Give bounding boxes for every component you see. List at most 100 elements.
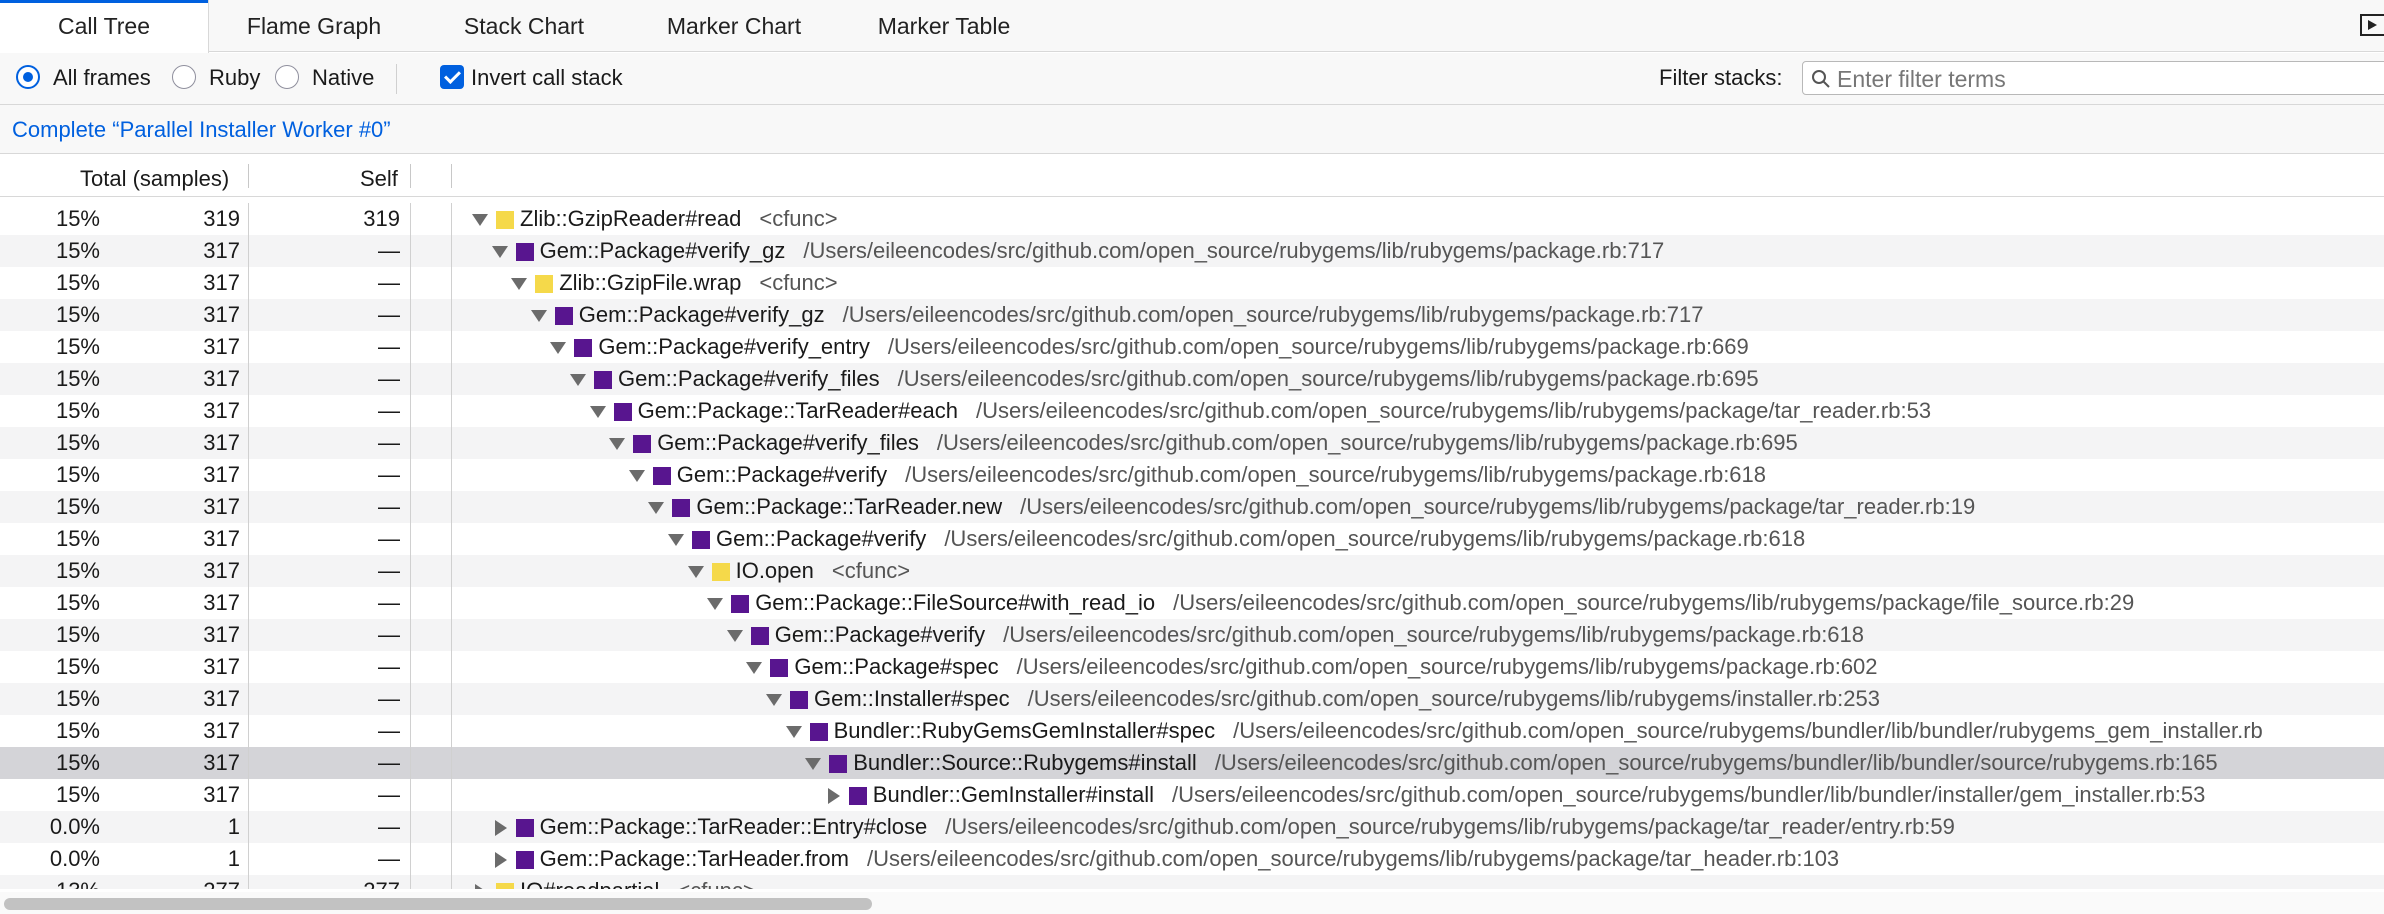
filter-stacks-input[interactable] (1835, 64, 2379, 94)
invert-call-stack-checkbox[interactable] (440, 65, 464, 89)
tree-row[interactable]: 15%317—Gem::Installer#spec/Users/eileenc… (0, 683, 2384, 715)
sidebar-toggle-icon[interactable] (2360, 14, 2384, 36)
function-name: Bundler::RubyGemsGemInstaller#spec (833, 718, 1216, 743)
tree-row[interactable]: 15%317—IO.open<cfunc> (0, 555, 2384, 587)
expanded-triangle-icon[interactable] (628, 470, 645, 482)
tree-row[interactable]: 15%317—Gem::Package#verify/Users/eileenc… (0, 619, 2384, 651)
tree-row[interactable]: 15%317—Gem::Package#spec/Users/eileencod… (0, 651, 2384, 683)
invert-call-stack-label[interactable]: Invert call stack (471, 65, 623, 90)
function-entry: Zlib::GzipReader#read<cfunc> (520, 203, 838, 235)
expanded-triangle-icon[interactable] (530, 310, 547, 322)
radio-native-label[interactable]: Native (312, 65, 375, 90)
tree-row[interactable]: 15%317—Zlib::GzipFile.wrap<cfunc> (0, 267, 2384, 299)
tree-row[interactable]: 15%317—Bundler::GemInstaller#install/Use… (0, 779, 2384, 811)
column-divider (248, 299, 249, 331)
tree-row[interactable]: 15%317—Gem::Package#verify_files/Users/e… (0, 427, 2384, 459)
tree-row[interactable]: 15%317—Gem::Package#verify_entry/Users/e… (0, 331, 2384, 363)
total-samples: 317 (203, 334, 240, 359)
expanded-triangle-icon[interactable] (668, 534, 684, 546)
expanded-triangle-icon[interactable] (746, 662, 763, 674)
tree-row[interactable]: 15%317—Gem::Package::TarReader#each/User… (0, 395, 2384, 427)
expanded-triangle-icon[interactable] (687, 566, 704, 578)
expanded-triangle-icon[interactable] (805, 758, 822, 770)
tree-row[interactable]: 0.0%1—Gem::Package::TarReader::Entry#clo… (0, 811, 2384, 843)
function-entry: Gem::Package#verify/Users/eileencodes/sr… (677, 459, 1766, 491)
tree-row[interactable]: 15%317—Bundler::Source::Rubygems#install… (0, 747, 2384, 779)
function-location: /Users/eileencodes/src/github.com/open_s… (897, 366, 1759, 391)
category-swatch-icon (535, 275, 554, 293)
expanded-triangle-icon[interactable] (766, 694, 782, 706)
expanded-triangle-icon[interactable] (648, 502, 665, 514)
tree-row[interactable]: 15%317—Gem::Package::FileSource#with_rea… (0, 587, 2384, 619)
tree-row[interactable]: 15%317—Gem::Package#verify_files/Users/e… (0, 363, 2384, 395)
tree-row[interactable]: 15%317—Gem::Package#verify/Users/eileenc… (0, 523, 2384, 555)
scrollbar-thumb[interactable] (4, 898, 872, 910)
breadcrumb-item[interactable]: Complete “Parallel Installer Worker #0” (12, 117, 391, 142)
function-entry: IO.open<cfunc> (736, 555, 911, 587)
tree-row[interactable]: 15%317—Gem::Package#verify/Users/eileenc… (0, 459, 2384, 491)
self-samples: — (378, 526, 400, 551)
column-divider (410, 523, 411, 555)
expanded-triangle-icon[interactable] (570, 374, 586, 386)
expanded-triangle-icon[interactable] (589, 406, 606, 418)
column-divider (410, 395, 411, 427)
tab-marker-table[interactable]: Marker Table (877, 13, 1011, 39)
total-percent: 0.0% (49, 846, 100, 871)
function-entry: Gem::Package::FileSource#with_read_io/Us… (755, 587, 2134, 619)
collapsed-triangle-icon[interactable] (494, 820, 507, 836)
self-samples: — (378, 558, 400, 583)
tab-stack-chart[interactable]: Stack Chart (463, 13, 585, 39)
filter-stacks-field[interactable] (1802, 61, 2384, 95)
tree-row[interactable]: 0.0%1—Gem::Package::TarHeader.from/Users… (0, 843, 2384, 875)
tab-flame-graph[interactable]: Flame Graph (246, 13, 382, 39)
expanded-triangle-icon[interactable] (609, 438, 626, 450)
tree-row[interactable]: 13%277277IO#readpartial<cfunc> (0, 875, 2384, 889)
radio-native[interactable] (275, 65, 299, 89)
radio-ruby[interactable] (172, 65, 196, 89)
self-samples: — (378, 462, 400, 487)
expanded-triangle-icon[interactable] (511, 278, 528, 290)
expanded-triangle-icon[interactable] (550, 342, 567, 354)
function-name: Gem::Package::TarReader::Entry#close (539, 814, 928, 839)
tab-call-tree[interactable]: Call Tree (0, 0, 209, 53)
expanded-triangle-icon[interactable] (707, 598, 724, 610)
collapsed-triangle-icon[interactable] (827, 788, 840, 804)
column-divider (248, 747, 249, 779)
radio-all-frames-label[interactable]: All frames (53, 65, 151, 90)
function-entry: Gem::Package::TarReader::Entry#close/Use… (540, 811, 1955, 843)
collapsed-triangle-icon[interactable] (494, 852, 507, 868)
function-name: IO.open (735, 558, 814, 583)
expanded-triangle-icon[interactable] (785, 726, 802, 738)
expanded-triangle-icon[interactable] (491, 246, 508, 258)
radio-ruby-label[interactable]: Ruby (209, 65, 261, 90)
column-divider (451, 587, 452, 619)
tree-row[interactable]: 15%317—Gem::Package#verify_gz/Users/eile… (0, 235, 2384, 267)
column-divider (410, 811, 411, 843)
tree-row[interactable]: 15%317—Bundler::RubyGemsGemInstaller#spe… (0, 715, 2384, 747)
expanded-triangle-icon[interactable] (472, 214, 488, 226)
column-divider (248, 587, 249, 619)
tab-marker-chart[interactable]: Marker Chart (666, 13, 802, 39)
function-entry: Bundler::RubyGemsGemInstaller#spec/Users… (834, 715, 2263, 747)
total-samples: 317 (203, 270, 240, 295)
radio-all-frames[interactable] (16, 65, 40, 89)
self-samples: — (378, 238, 400, 263)
tree-row[interactable]: 15%317—Gem::Package::TarReader.new/Users… (0, 491, 2384, 523)
collapsed-triangle-icon[interactable] (475, 884, 487, 889)
total-samples: 317 (203, 366, 240, 391)
expanded-triangle-icon[interactable] (726, 630, 743, 642)
total-percent: 13% (0, 875, 100, 889)
total-samples: 317 (203, 686, 240, 711)
function-name: Gem::Package::TarHeader.from (539, 846, 849, 871)
tree-row[interactable]: 15%317—Gem::Package#verify_gz/Users/eile… (0, 299, 2384, 331)
category-swatch-icon (574, 339, 593, 357)
column-divider (410, 164, 411, 188)
column-divider (410, 427, 411, 459)
column-divider (410, 203, 411, 235)
self-samples: — (378, 334, 400, 359)
self-samples: — (378, 430, 400, 455)
category-swatch-icon (613, 403, 632, 421)
total-samples: 317 (203, 238, 240, 263)
horizontal-scrollbar[interactable] (0, 892, 2384, 914)
